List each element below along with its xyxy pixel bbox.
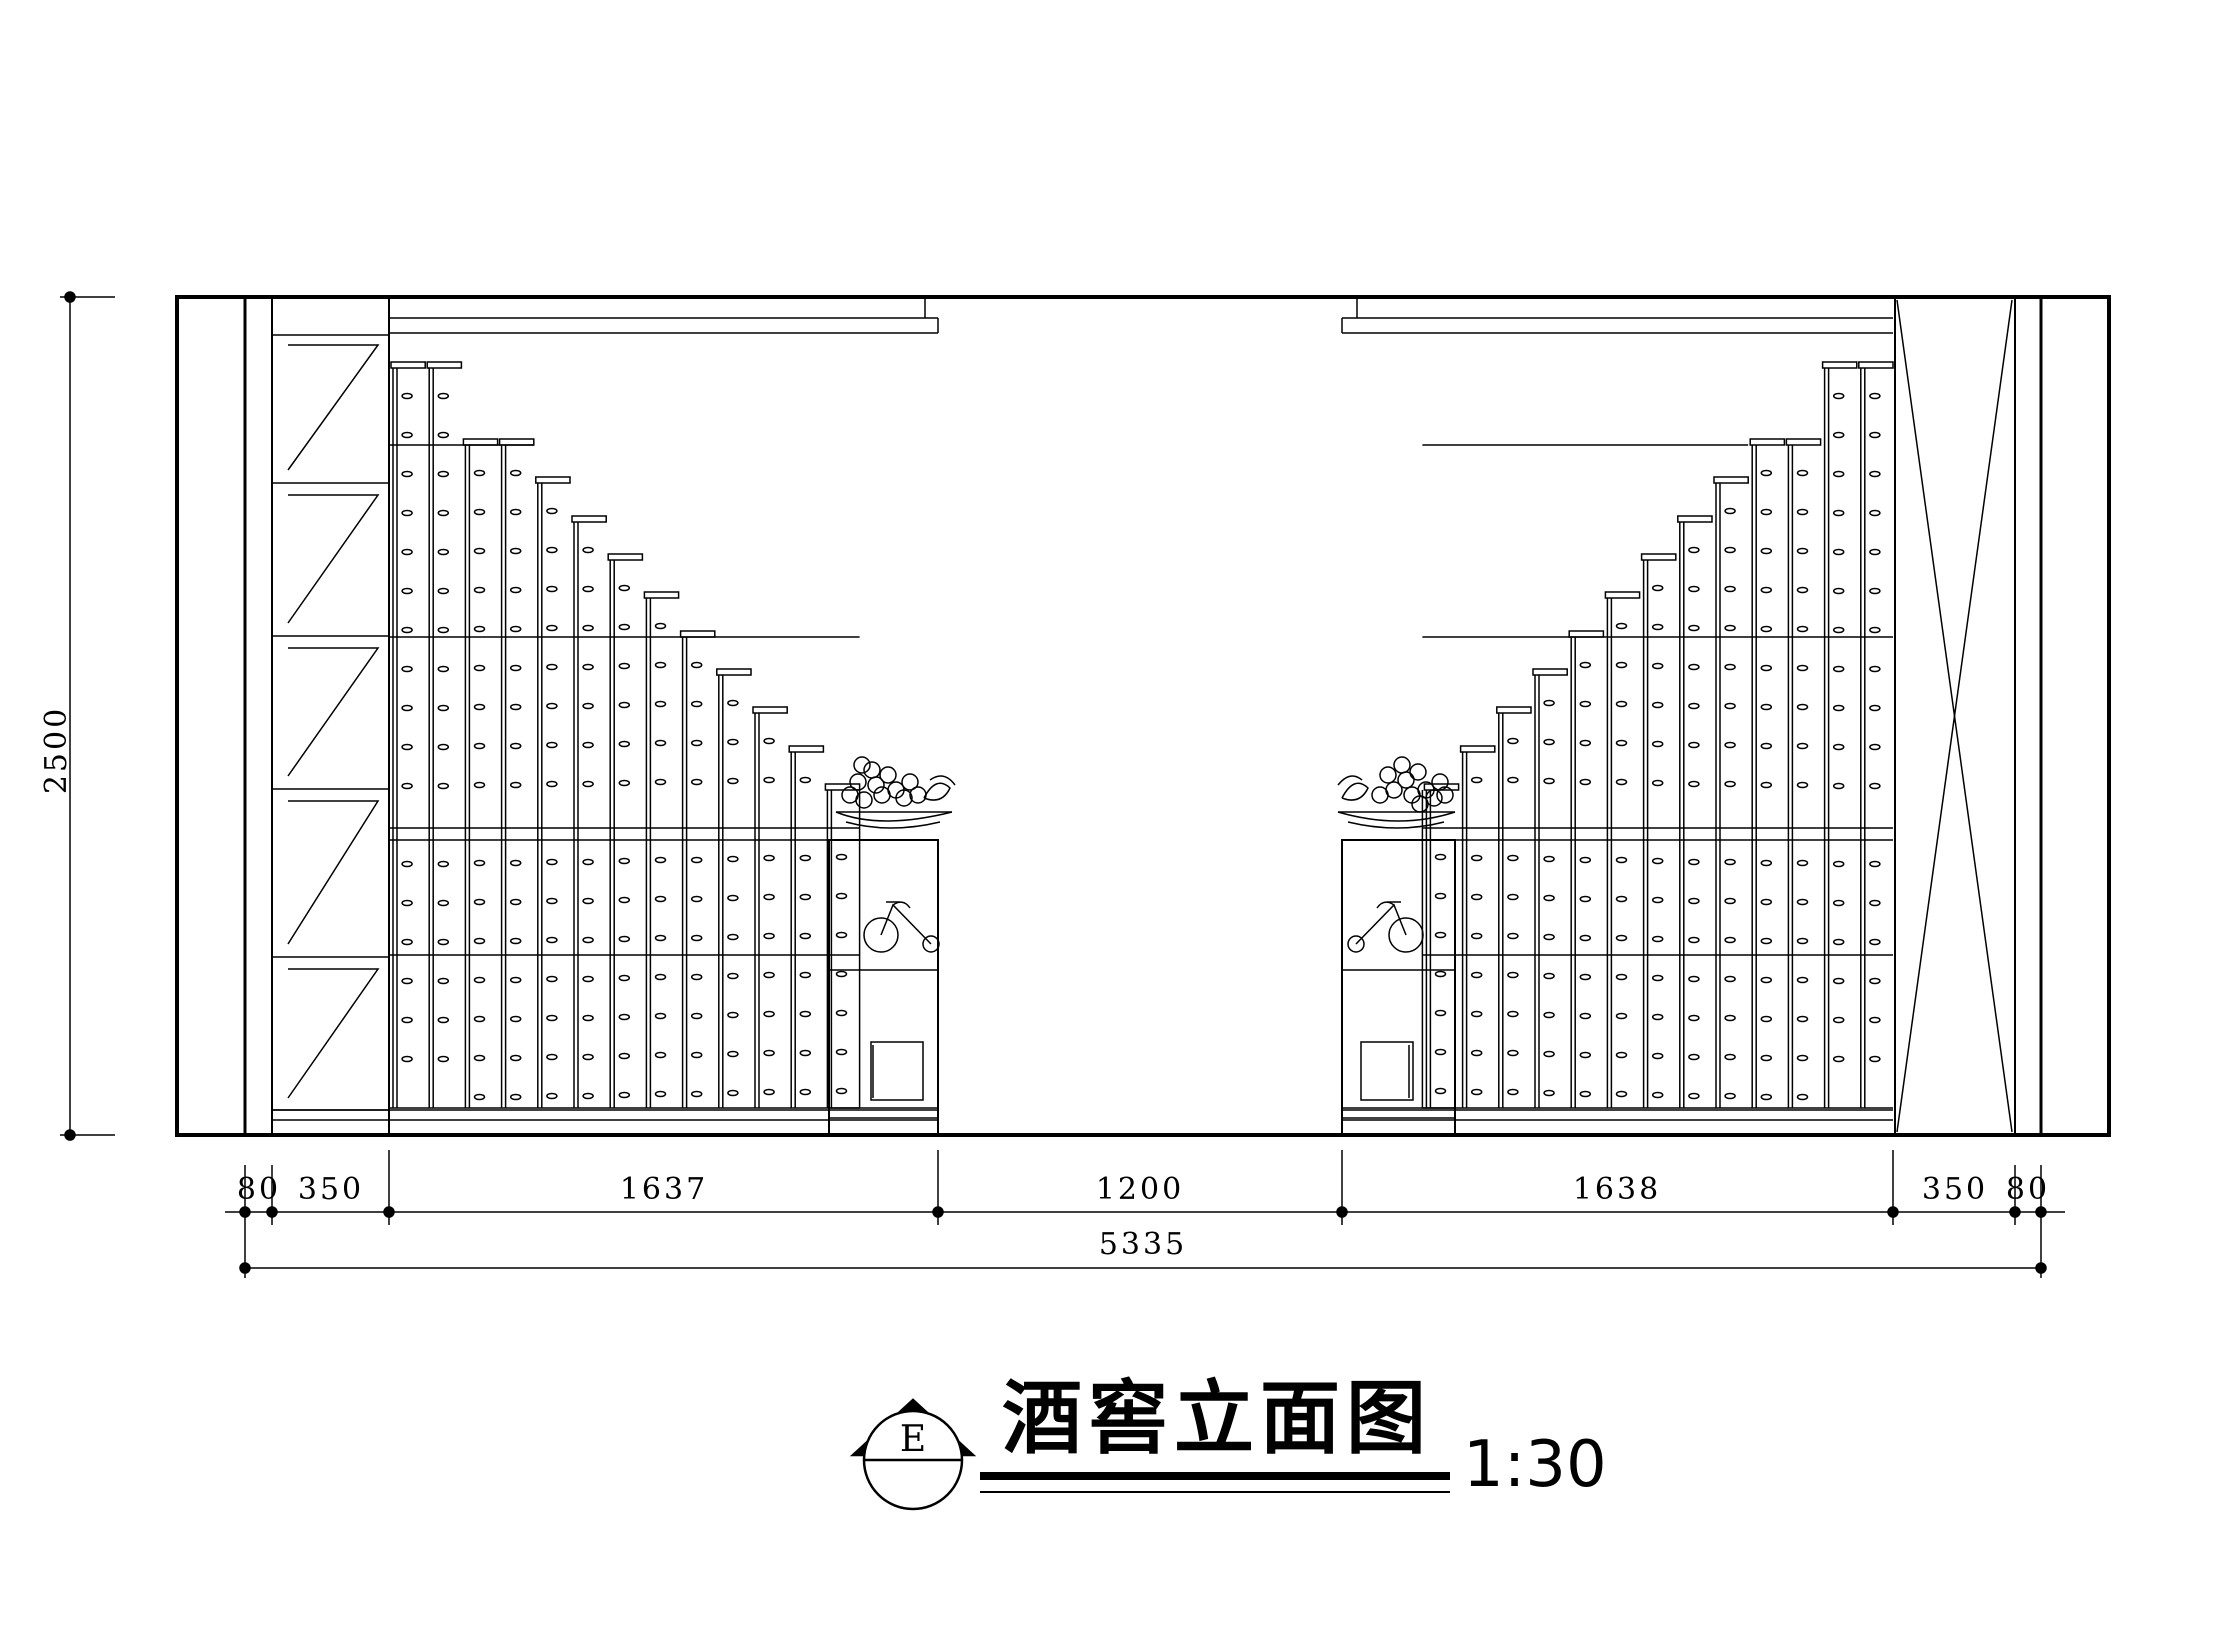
display-cabinet-right bbox=[1341, 839, 1456, 1136]
dim-segment-6: 350 bbox=[1922, 1172, 1988, 1207]
dim-segment-4: 1200 bbox=[1096, 1172, 1184, 1207]
right-side-panel bbox=[1894, 297, 2013, 1135]
left-side-shelf bbox=[272, 297, 390, 1135]
ceiling-soffit-left bbox=[389, 297, 939, 334]
title-underline bbox=[980, 1472, 1450, 1493]
dim-total: 5335 bbox=[1099, 1227, 1187, 1262]
section-marker bbox=[849, 1398, 977, 1511]
total-dimension-line bbox=[239, 1225, 2047, 1278]
drawing-scale: 1:30 bbox=[1463, 1428, 1607, 1502]
drawing-title: 酒窖立面图 bbox=[1002, 1371, 1432, 1465]
dim-segment-1: 80 bbox=[237, 1172, 281, 1207]
dim-segment-2: 350 bbox=[298, 1172, 364, 1207]
display-cabinet-left bbox=[828, 839, 939, 1136]
wall-frame bbox=[175, 295, 2111, 1137]
wine-rack-right bbox=[1421, 361, 1894, 1109]
dim-segment-7: 80 bbox=[2006, 1172, 2050, 1207]
height-dimension-label: 2500 bbox=[39, 706, 74, 794]
ceiling-soffit-right bbox=[1341, 297, 1893, 334]
dim-segment-3: 1637 bbox=[620, 1172, 708, 1207]
section-marker-label: E bbox=[900, 1419, 926, 1460]
height-dimension bbox=[60, 291, 115, 1141]
fruit-bowl-left bbox=[835, 756, 956, 829]
bicycle-ornament-left bbox=[863, 901, 940, 953]
dim-segment-5: 1638 bbox=[1573, 1172, 1661, 1207]
wine-rack-left bbox=[389, 361, 861, 1109]
fruit-bowl-right bbox=[1337, 756, 1456, 829]
segment-dimension-line bbox=[225, 1150, 2065, 1225]
bicycle-ornament-right bbox=[1347, 901, 1424, 953]
